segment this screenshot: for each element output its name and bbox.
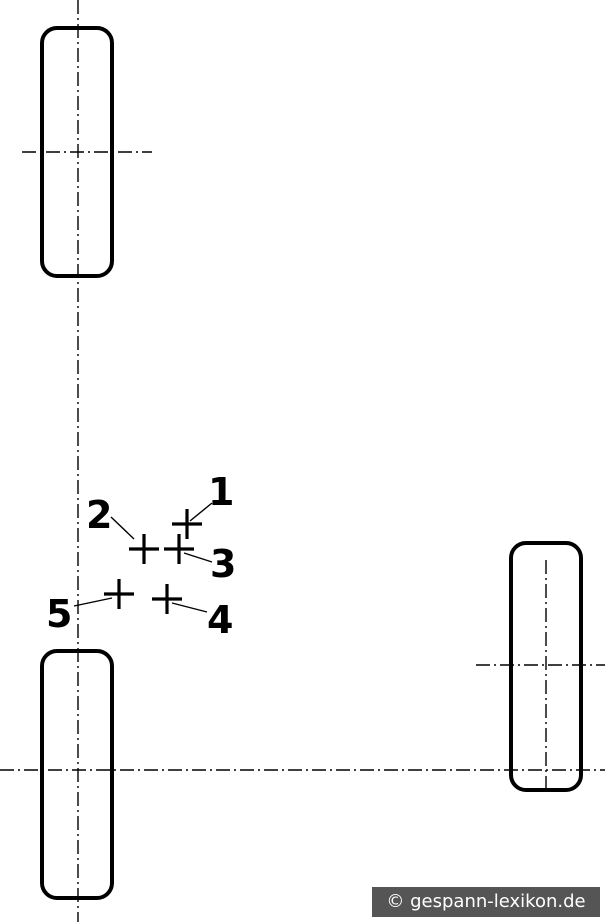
cross-mark-2	[129, 534, 159, 564]
cross-mark-5	[104, 579, 134, 609]
rear-wheel	[40, 649, 114, 900]
sidecar-wheel	[509, 541, 583, 792]
leader-line-2	[110, 516, 135, 540]
label-5: 5	[46, 592, 72, 636]
cross-mark-1	[172, 509, 202, 539]
cross-mark-3	[164, 534, 194, 564]
copyright-badge: © gespann-lexikon.de	[372, 887, 600, 917]
label-1: 1	[208, 470, 234, 514]
leader-line-3	[183, 552, 213, 563]
label-4: 4	[207, 598, 233, 642]
leader-line-5	[73, 597, 113, 607]
leader-line-4	[171, 602, 208, 613]
leader-line-1	[189, 502, 213, 522]
cross-mark-4	[152, 584, 182, 614]
front-wheel	[40, 26, 114, 278]
label-2: 2	[86, 493, 112, 537]
label-3: 3	[210, 542, 236, 586]
